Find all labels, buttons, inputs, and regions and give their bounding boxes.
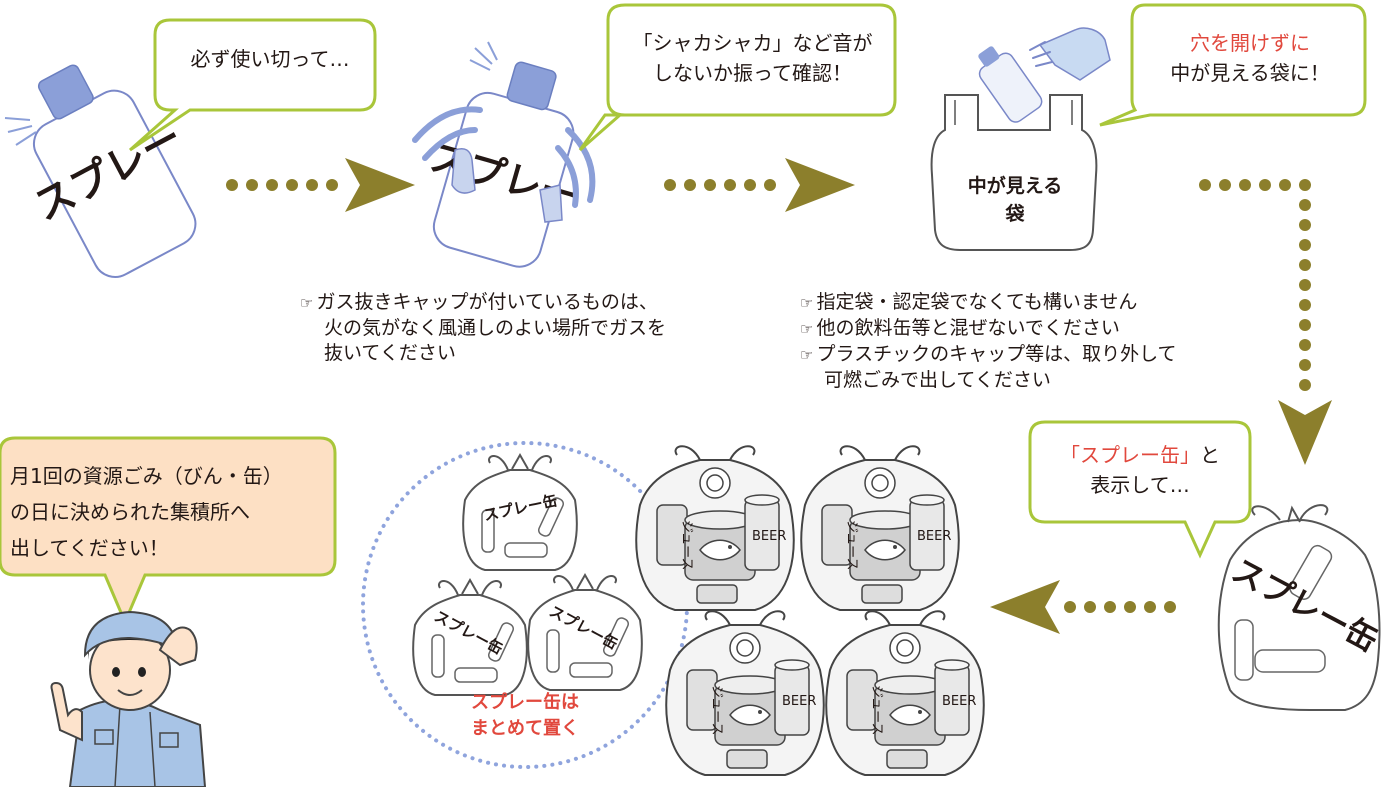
gas-note-line-3: 抜いてください [324,342,456,364]
bubble-2-text: 「シャカシャカ」など音が しないか振って確認！ [620,28,885,88]
finger-pointer-icon: ☞ [800,346,814,364]
shaking-spray-can-icon: スプレー [412,41,596,268]
can-bag-labels: ジュース BEER ジュース BEER ジュース BEER ジュース BEER [679,520,976,735]
clear-bag-label-1: 中が見える [967,175,1063,197]
bag-note-line-2: 他の飲料缶等と混ぜないでください [816,317,1120,339]
bubble-5-line-1: 月1回の資源ごみ（びん・缶） [10,464,283,488]
beer-label-2: BEER [917,529,951,544]
beer-label-3: BEER [782,694,816,709]
bag-rules-note: ☞指定袋・認定袋でなくても構いません ☞他の飲料缶等と混ぜないでください ☞プラ… [800,290,1177,393]
bag-note-line-4: 可燃ごみで出してください [824,369,1051,391]
clear-bag-icon [930,27,1111,251]
bubble-5-text: 月1回の資源ごみ（びん・缶） の日に決められた集積所へ 出してください！ [10,458,330,566]
speech-bubble-1 [129,18,377,152]
bubble-4-line-2: 表示して… [1090,473,1190,497]
speech-bubble-5 [0,436,337,626]
gas-note-line-2: 火の気がなく風通しのよい場所でガスを [324,317,667,339]
spray-can-icon: スプレー [4,64,197,278]
juice-label-4: ジュース [869,685,884,735]
clear-bag-label: 中が見える 袋 [935,172,1095,228]
finger-pointer-icon: ☞ [800,294,814,312]
bubble-2-line-2: しないか振って確認！ [653,61,852,85]
speech-bubble-2 [578,3,897,152]
clear-bag-label-2: 袋 [1005,203,1025,225]
bag-note-line-3: プラスチックのキャップ等は、取り外して [816,343,1177,365]
speech-bubble-4 [1028,420,1252,559]
grouped-caption-1: スプレー缶は [471,692,579,713]
bubble-4-text: 「スプレー缶」と 表示して… [1040,440,1240,500]
gas-removal-note: ☞ガス抜きキャップが付いているものは、 火の気がなく風通しのよい場所でガスを 抜… [300,290,666,366]
finger-pointer-icon: ☞ [300,294,314,312]
bubble-2-line-1: 「シャカシャカ」など音が [632,31,873,55]
arrow-down [1199,179,1332,465]
juice-label-2: ジュース [844,520,859,570]
arrow-left [990,580,1176,634]
bubble-5-line-2: の日に決められた集積所へ [10,500,250,524]
bag-note-line-1: 指定袋・認定袋でなくても構いません [816,291,1138,313]
gas-note-line-1: ガス抜きキャップが付いているものは、 [316,291,658,313]
speech-bubble-3 [1099,3,1367,127]
bubble-1-text: 必ず使い切って… [190,47,350,71]
juice-label-3: ジュース [709,685,724,735]
worker-icon [50,610,207,787]
bubble-4-red: 「スプレー缶」 [1060,443,1200,467]
grouped-caption-2: まとめて置く [471,718,579,739]
bubble-3-line-2: 中が見える袋に！ [1170,61,1330,85]
bubble-4-after: と [1200,443,1220,467]
juice-label-1: ジュース [679,520,694,570]
spray-can-bag-icon: スプレー缶 [1217,504,1384,711]
bubble-5-line-3: 出してください！ [10,536,169,560]
beer-label-1: BEER [752,529,786,544]
grouped-caption: スプレー缶は まとめて置く [450,690,600,742]
bubble-3-red: 穴を開けずに [1190,31,1310,55]
arrow-right-1 [226,158,415,212]
finger-pointer-icon: ☞ [800,320,814,338]
arrow-right-2 [664,158,855,212]
beer-label-4: BEER [942,694,976,709]
bubble-3-text: 穴を開けずに 中が見える袋に！ [1140,28,1360,88]
